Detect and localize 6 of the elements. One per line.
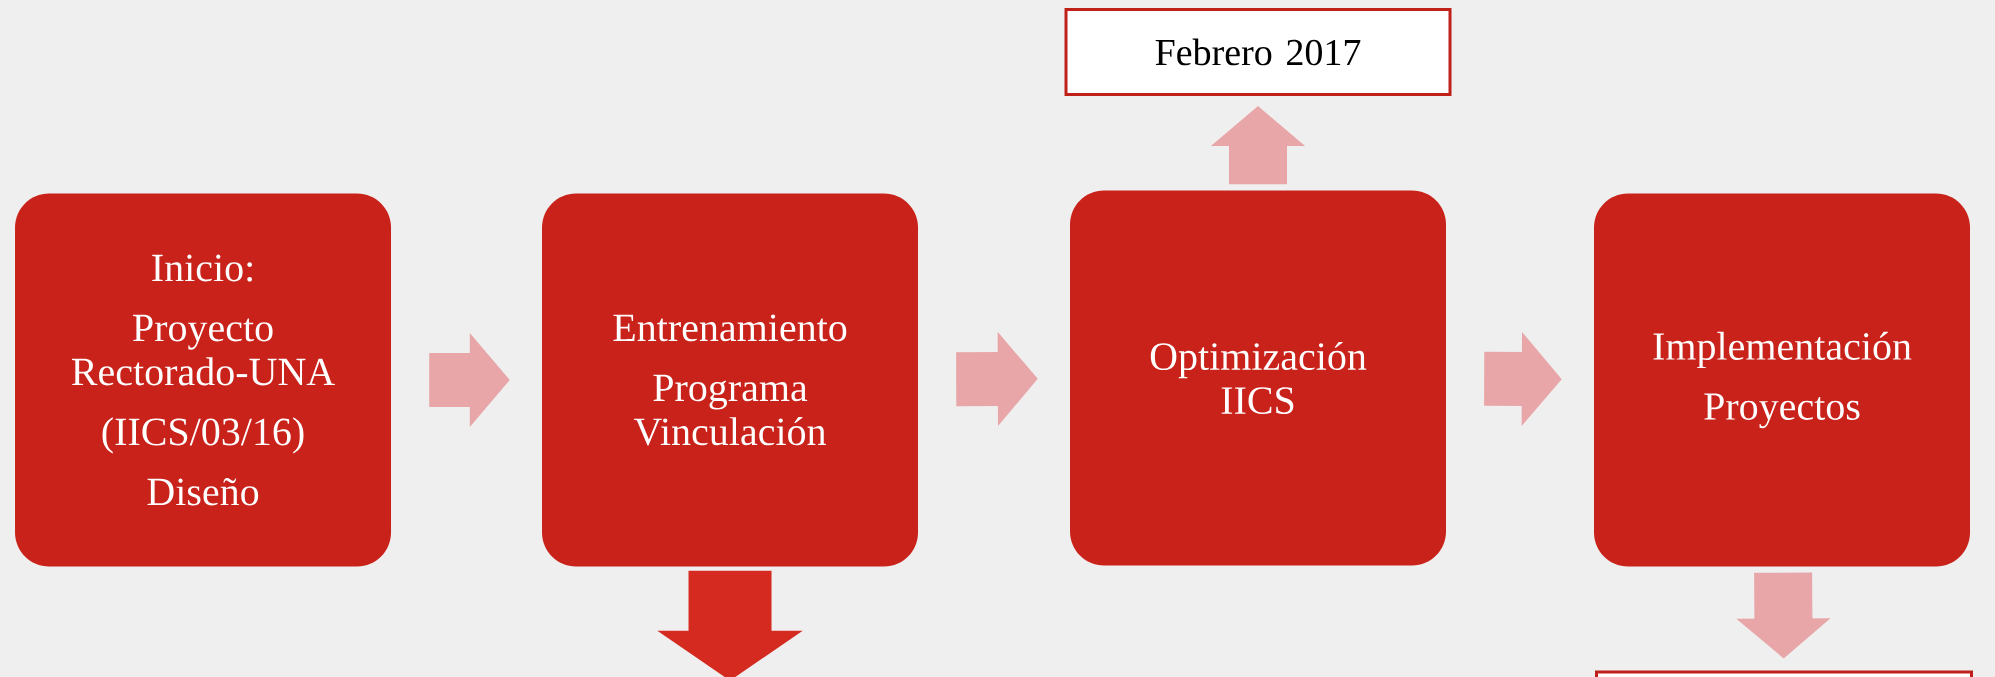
process-box: Inicio: Proyecto Rectorado-UNA (IICS/03/16) Diseño (15, 193, 391, 567)
process-box: Entrenamiento Programa Vinculación (542, 193, 918, 567)
box (1595, 670, 1973, 677)
date-box: Febrero 2017 (1064, 8, 1452, 96)
process-box: Optimización IICS (1070, 190, 1446, 566)
process-box: Implementación Proyectos (1594, 193, 1970, 567)
